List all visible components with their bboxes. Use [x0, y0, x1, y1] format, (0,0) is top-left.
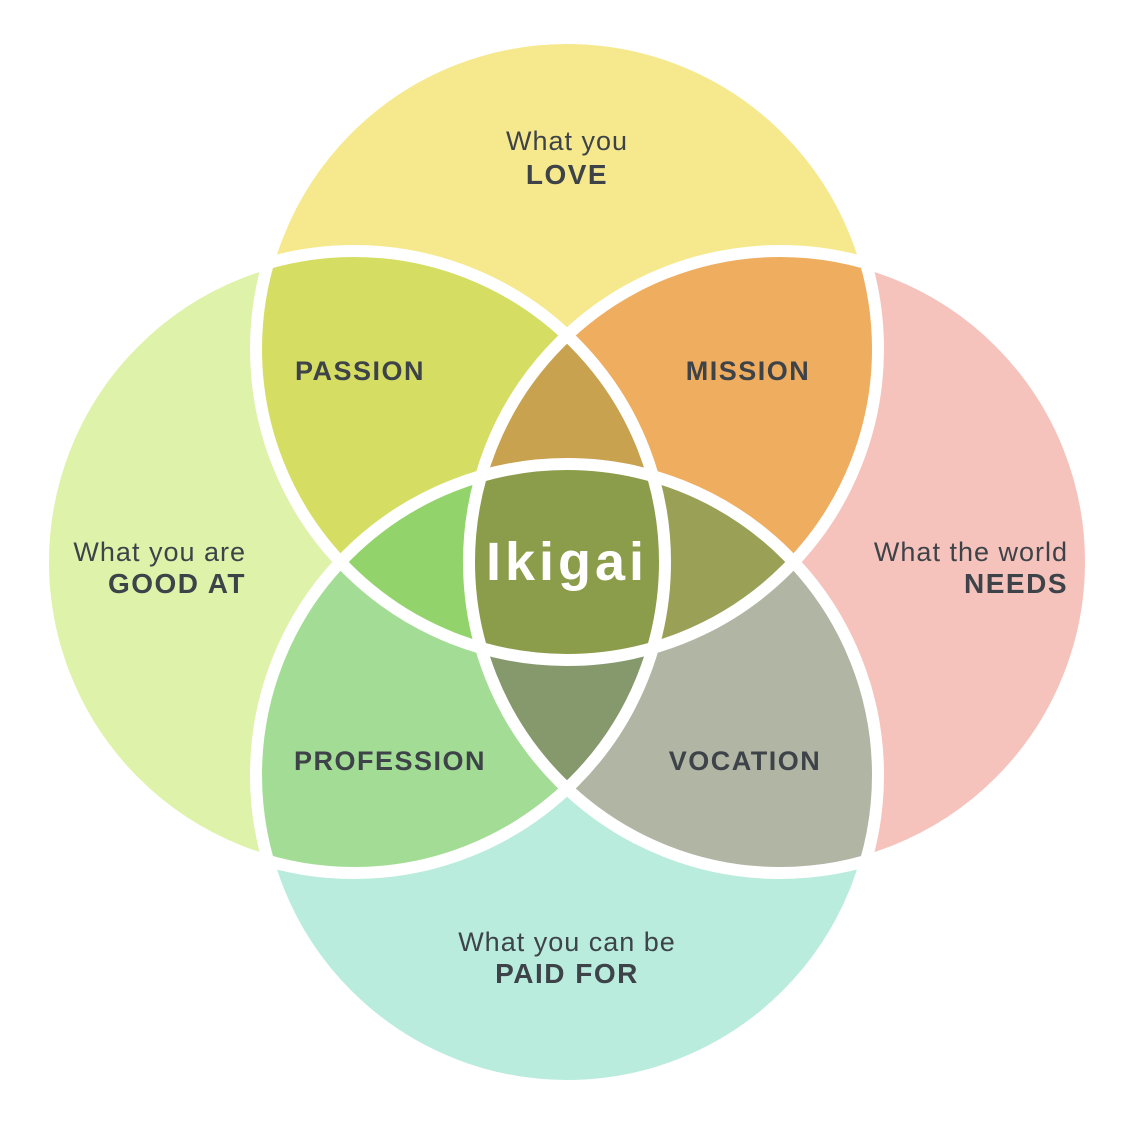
- label-passion: PASSION: [295, 356, 425, 386]
- outline-love: [250, 32, 884, 666]
- outline-paid-for: [250, 458, 884, 1092]
- label-needs-line1: What the world: [874, 537, 1068, 567]
- region-goodat-needs-paidfor: [469, 464, 665, 873]
- label-profession: PROFESSION: [294, 746, 486, 776]
- outline-good-at: [37, 245, 671, 879]
- label-paid-for-line2: PAID FOR: [495, 958, 639, 989]
- label-ikigai-center: Ikigai: [486, 532, 648, 592]
- label-mission: MISSION: [686, 356, 811, 386]
- label-love-line2: LOVE: [526, 159, 608, 190]
- region-love-needs-paidfor: [469, 464, 878, 660]
- region-love-goodat-paidfor: [256, 464, 665, 660]
- label-good-at-line1: What you are: [73, 537, 246, 567]
- label-good-at-line2: GOOD AT: [108, 568, 246, 599]
- label-needs-line2: NEEDS: [964, 568, 1068, 599]
- label-love-line1: What you: [506, 126, 628, 156]
- outline-needs: [463, 245, 1097, 879]
- label-vocation: VOCATION: [669, 746, 822, 776]
- region-love-goodat-needs: [469, 251, 665, 660]
- label-paid-for-line1: What you can be: [458, 927, 676, 957]
